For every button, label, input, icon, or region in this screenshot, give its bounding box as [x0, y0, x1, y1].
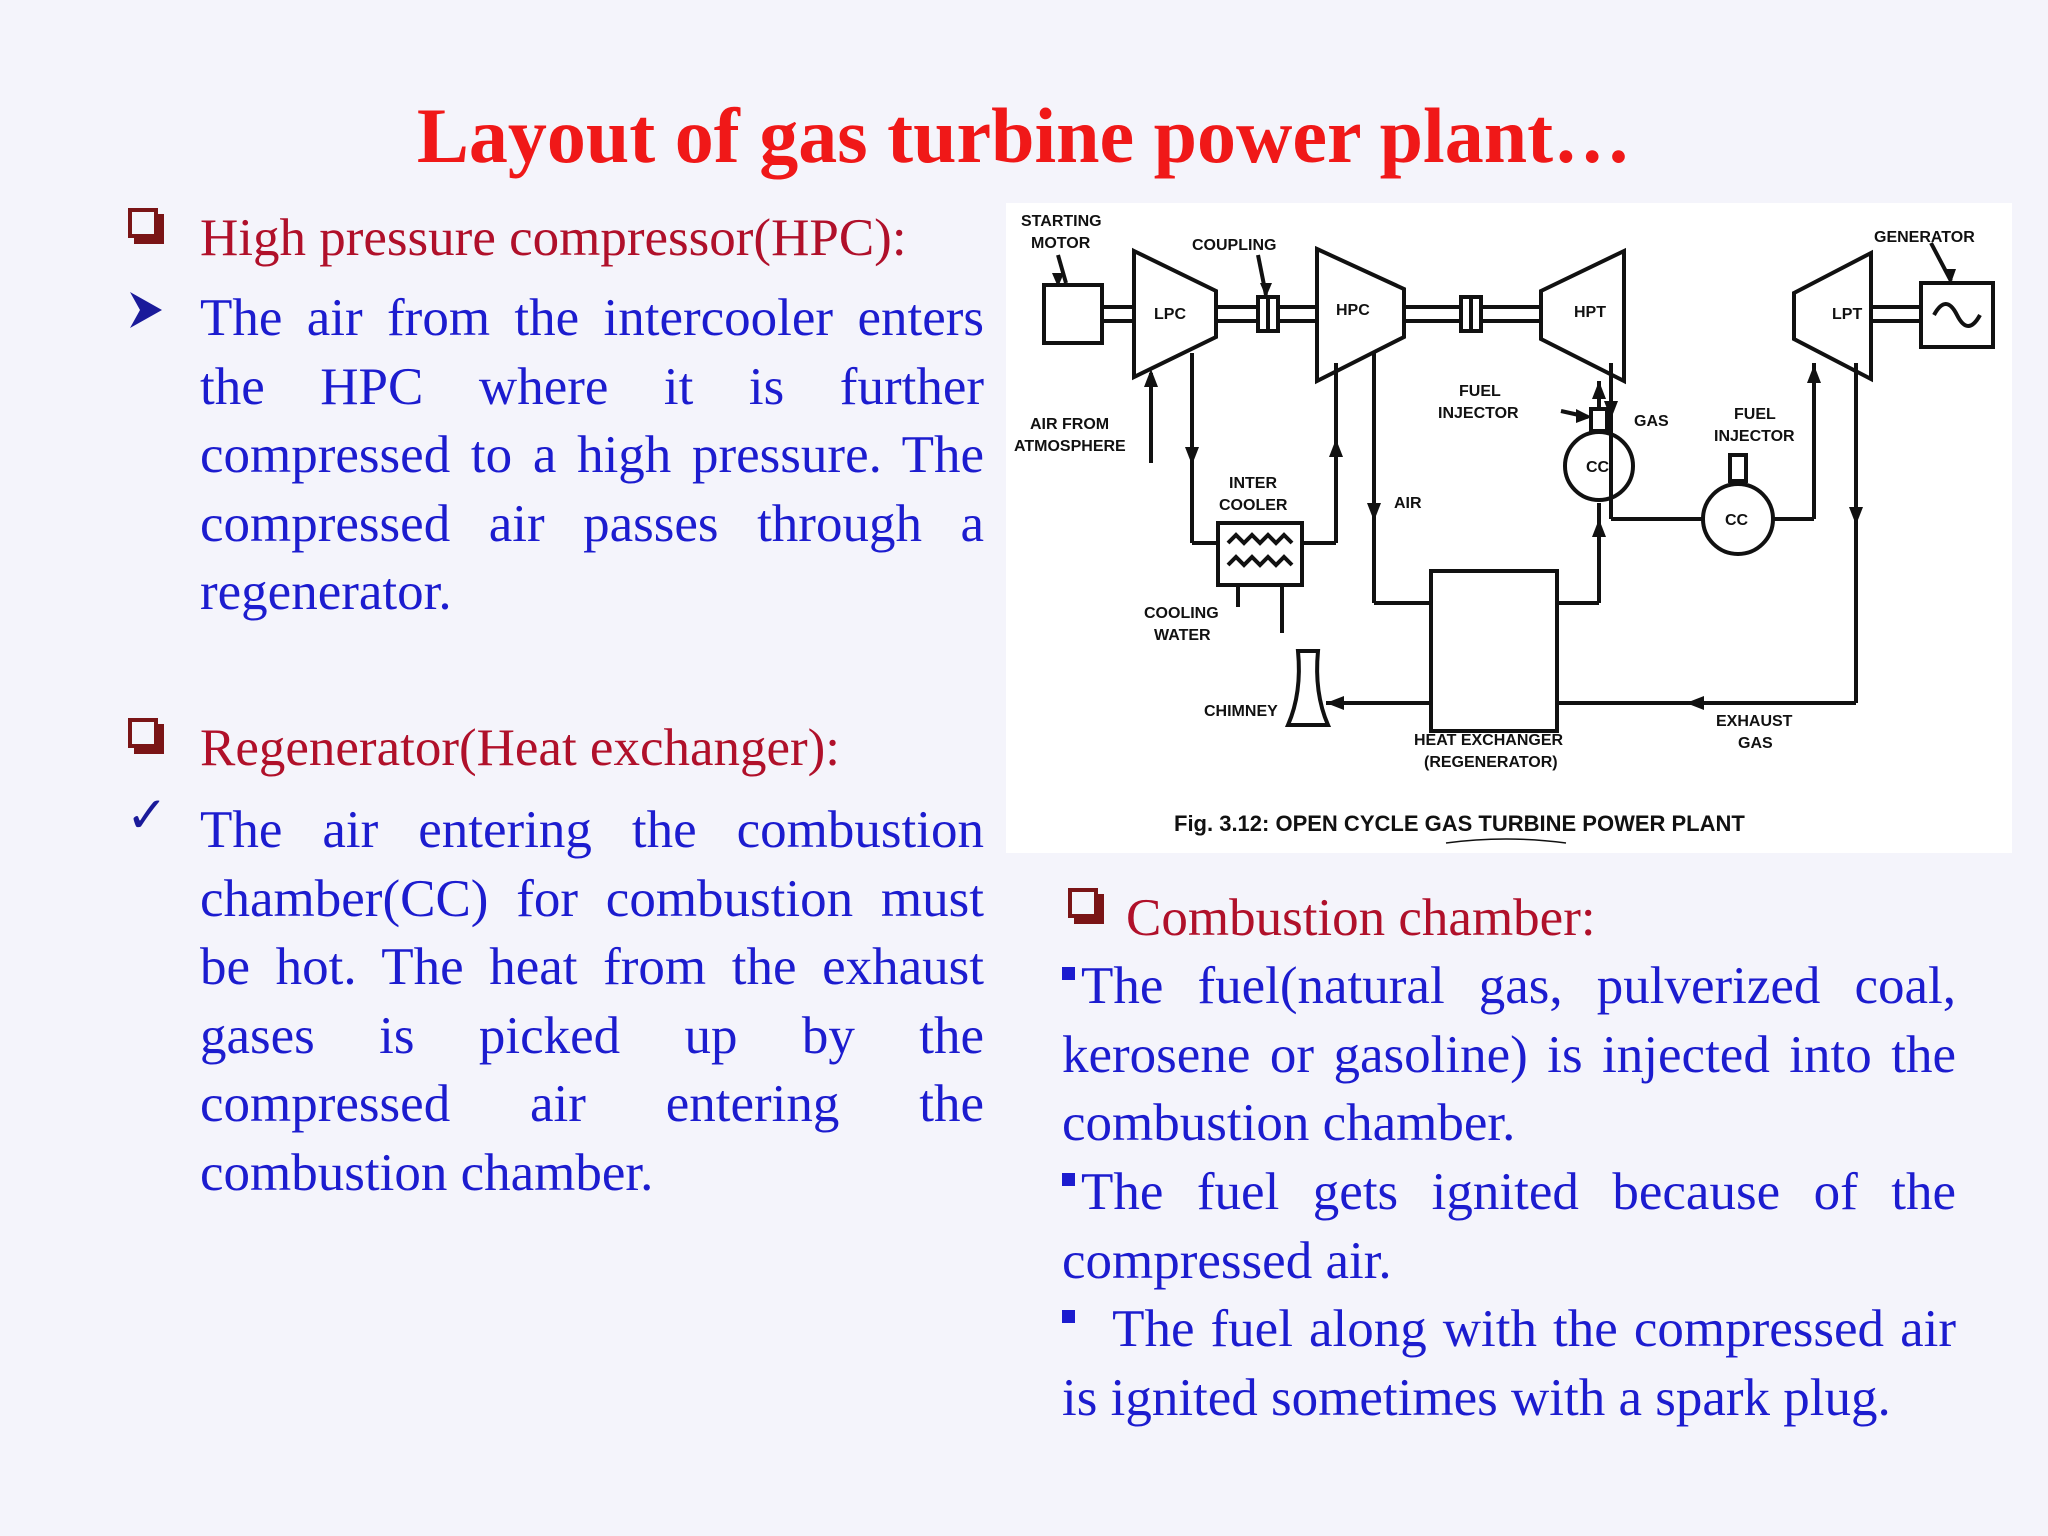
checkmark-bullet-icon: ✓: [126, 786, 168, 844]
regenerator-description: The air entering the combustion chamber(…: [200, 801, 984, 1202]
label-injector-2: INJECTOR: [1714, 428, 1795, 445]
label-water: WATER: [1154, 627, 1211, 644]
label-air-from: AIR FROM: [1030, 416, 1109, 433]
combustion-bullet-1-text: The fuel(natural gas, pulverized coal, k…: [1062, 957, 1956, 1152]
regenerator-heading: Regenerator(Heat exchanger):: [200, 719, 841, 777]
combustion-chamber-heading: Combustion chamber:: [1126, 889, 1596, 947]
slide-title: Layout of gas turbine power plant…: [416, 92, 1632, 179]
combustion-bullet-2-text: The fuel gets ignited because of the com…: [1062, 1163, 1956, 1290]
label-coupling: COUPLING: [1192, 237, 1276, 254]
square-bullet-icon: [1062, 967, 1075, 980]
label-heat-exchanger: HEAT EXCHANGER: [1414, 732, 1563, 749]
label-cc-1: CC: [1586, 459, 1610, 476]
label-cooling: COOLING: [1144, 605, 1219, 622]
gas-turbine-diagram: STARTING MOTOR COUPLING GENERATOR LPC HP…: [1006, 203, 2012, 853]
hpc-description: The air from the intercooler enters the …: [200, 289, 984, 621]
label-generator: GENERATOR: [1874, 229, 1975, 246]
square-bullet-icon: [1062, 1310, 1075, 1323]
combustion-bullet-3: The fuel along with the compressed air i…: [1062, 1295, 1956, 1432]
label-air: AIR: [1394, 495, 1422, 512]
combustion-bullet-3-text: The fuel along with the compressed air i…: [1062, 1300, 1956, 1427]
label-hpt: HPT: [1574, 304, 1606, 321]
label-atmosphere: ATMOSPHERE: [1014, 438, 1126, 455]
label-cc-2: CC: [1725, 512, 1749, 529]
figure-caption: Fig. 3.12: OPEN CYCLE GAS TURBINE POWER …: [1174, 811, 1745, 836]
hollow-square-bullet-icon: [128, 718, 158, 748]
label-injector-1: INJECTOR: [1438, 405, 1519, 422]
hollow-square-bullet-icon: [1068, 888, 1098, 918]
hpc-heading: High pressure compressor(HPC):: [200, 209, 907, 267]
label-gas: GAS: [1634, 413, 1669, 430]
label-motor: MOTOR: [1031, 235, 1091, 252]
label-fuel-2: FUEL: [1734, 406, 1776, 423]
label-exhaust-gas: GAS: [1738, 735, 1773, 752]
label-starting: STARTING: [1021, 213, 1102, 230]
label-hpc: HPC: [1336, 302, 1370, 319]
label-cooler: COOLER: [1219, 497, 1288, 514]
label-inter: INTER: [1229, 475, 1277, 492]
hollow-square-bullet-icon: [128, 208, 158, 238]
label-lpc: LPC: [1154, 306, 1186, 323]
label-lpt: LPT: [1832, 306, 1862, 323]
combustion-bullet-1: The fuel(natural gas, pulverized coal, k…: [1062, 952, 1956, 1158]
label-exhaust: EXHAUST: [1716, 713, 1793, 730]
label-chimney: CHIMNEY: [1204, 703, 1278, 720]
label-regenerator: (REGENERATOR): [1424, 754, 1558, 771]
combustion-bullet-2: The fuel gets ignited because of the com…: [1062, 1158, 1956, 1295]
label-fuel-1: FUEL: [1459, 383, 1501, 400]
arrowhead-bullet-icon: [130, 292, 162, 328]
open-cycle-gas-turbine-schematic: STARTING MOTOR COUPLING GENERATOR LPC HP…: [1014, 213, 1995, 844]
square-bullet-icon: [1062, 1173, 1075, 1186]
